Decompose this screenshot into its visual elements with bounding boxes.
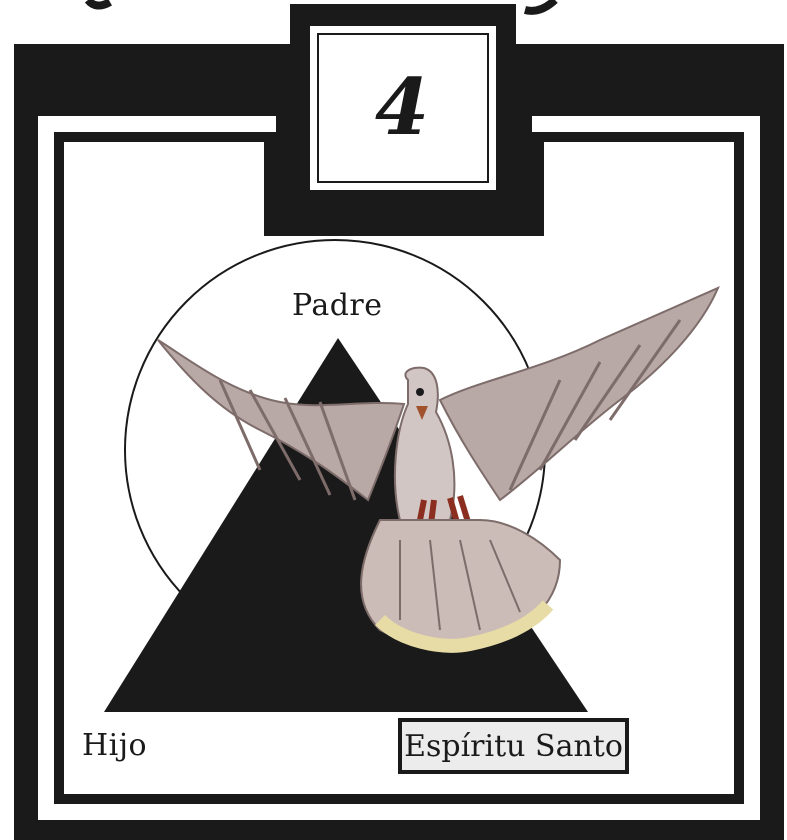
label-hijo: Hijo <box>82 728 147 763</box>
label-padre: Padre <box>292 288 383 323</box>
label-box-espiritu-santo: Espíritu Santo <box>398 718 629 774</box>
card-number: 4 <box>318 34 486 180</box>
label-espiritu-santo: Espíritu Santo <box>404 729 623 764</box>
